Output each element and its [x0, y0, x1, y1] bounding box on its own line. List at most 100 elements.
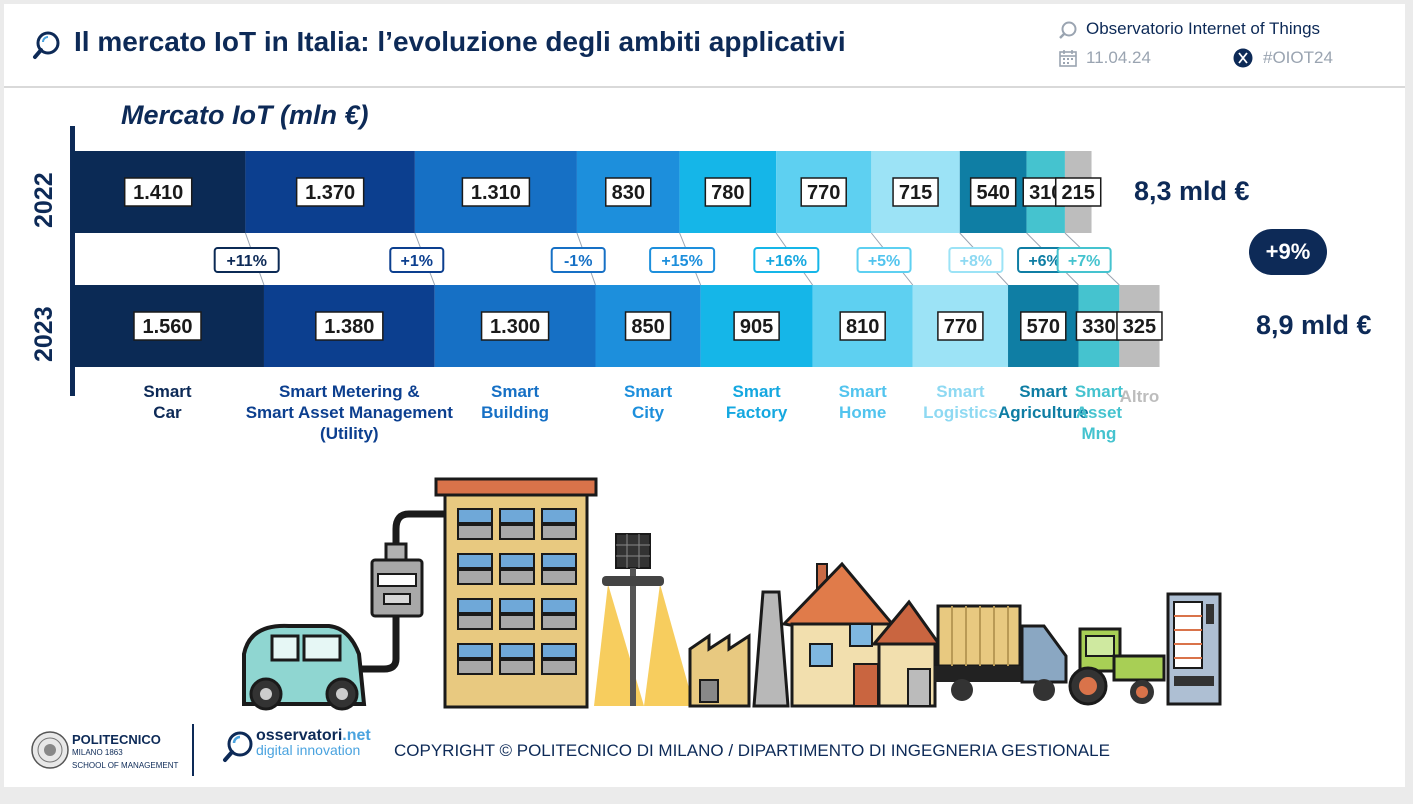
polimi-wordmark: POLITECNICO MILANO 1863 SCHOOL OF MANAGE…: [72, 732, 179, 770]
city-illustration: [242, 477, 1222, 711]
category-label-smart-logistics: Smart Logistics: [923, 382, 998, 422]
growth-label: +5%: [868, 253, 900, 270]
bar-value-label: 1.410: [133, 182, 183, 204]
growth-label: +6%: [1028, 253, 1060, 270]
building-window: [499, 508, 535, 524]
bar-value-box: [800, 177, 847, 207]
bar-value-label: 330: [1082, 316, 1115, 338]
category-label-smart-metering-smart-asset-management-utility: Smart Metering & Smart Asset Management …: [245, 382, 453, 443]
bar-value-box: [733, 311, 780, 341]
growth-badge-smart-asset-mng: [1056, 247, 1112, 273]
vending-machine-icon: [1166, 592, 1222, 706]
observatory-icon: [1059, 21, 1077, 39]
building-window: [499, 659, 535, 675]
growth-badge-smart-building: [550, 247, 606, 273]
bar-value-box: [969, 177, 1017, 207]
building-window: [541, 643, 577, 659]
building-window: [499, 598, 535, 614]
bar-value-box: [1054, 177, 1102, 207]
bar-value-box: [937, 311, 984, 341]
chart-title: Mercato IoT (mln €): [121, 100, 369, 130]
bar-value-label: 1.370: [305, 182, 355, 204]
osservatori-wordmark: osservatori.net digital innovation: [256, 727, 371, 758]
category-label-smart-car: Smart Car: [143, 382, 192, 422]
bar-value-box: [133, 311, 202, 341]
total-2022: 8,3 mld €: [1134, 176, 1250, 206]
category-label-smart-building: Smart Building: [481, 382, 550, 422]
bar-value-label: 570: [1027, 316, 1060, 338]
category-label-smart-home: Smart Home: [838, 382, 887, 422]
house-icon: [780, 561, 942, 708]
building-window: [457, 553, 493, 569]
category-label-smart-factory: Smart Factory: [725, 382, 788, 422]
bar-value-label: 1.380: [324, 316, 374, 338]
bar-value-label: 325: [1123, 316, 1156, 338]
building-window: [499, 569, 535, 585]
bar-value-label: 1.310: [471, 182, 521, 204]
bar-value-box: [892, 177, 939, 207]
bar-value-label: 540: [976, 182, 1009, 204]
building-window: [541, 614, 577, 630]
bar-value-box: [123, 177, 193, 207]
electric-car-icon: [242, 623, 367, 711]
y-axis-line: [70, 126, 75, 396]
building-window: [499, 524, 535, 540]
bar-value-box: [839, 311, 886, 341]
building-window: [457, 598, 493, 614]
polimi-seal-logo: [31, 731, 69, 769]
building-window: [457, 614, 493, 630]
building-window: [541, 508, 577, 524]
calendar-icon: [1059, 50, 1077, 67]
smart-meter-icon: [370, 542, 424, 618]
bar-value-label: 905: [740, 316, 773, 338]
growth-badge-smart-car: [213, 247, 280, 273]
apartment-building-icon: [434, 477, 598, 709]
building-window: [541, 598, 577, 614]
category-label-smart-agriculture: Smart Agriculture: [997, 382, 1089, 422]
building-window: [499, 614, 535, 630]
growth-badge-smart-metering-smart-asset-management-utility: [389, 247, 445, 273]
bar-value-box: [1020, 311, 1067, 341]
building-window: [499, 643, 535, 659]
category-label-smart-asset-mng: Smart Asset Mng: [1074, 382, 1124, 443]
copyright-text: COPYRIGHT © POLITECNICO DI MILANO / DIPA…: [394, 741, 1110, 760]
category-label-smart-city: Smart City: [623, 382, 673, 422]
osservatori-logo-icon: [223, 731, 253, 762]
bar-value-box: [704, 177, 752, 207]
bar-value-label: 715: [899, 182, 932, 204]
bar-value-label: 780: [711, 182, 744, 204]
building-window: [457, 524, 493, 540]
truck-icon: [934, 604, 1068, 701]
growth-badge-smart-city: [649, 247, 716, 273]
infographic-card: Il mercato IoT in Italia: l’evoluzione d…: [4, 4, 1405, 787]
x-logo-icon: [1233, 48, 1253, 68]
bar-value-box: [315, 311, 384, 341]
bar-value-label: 1.300: [490, 316, 540, 338]
header: Il mercato IoT in Italia: l’evoluzione d…: [4, 4, 1405, 88]
building-window: [541, 569, 577, 585]
bar-value-box: [480, 311, 550, 341]
growth-label: -1%: [564, 253, 592, 270]
growth-label: +11%: [226, 253, 266, 270]
bar-value-label: 830: [612, 182, 645, 204]
building-window: [457, 659, 493, 675]
tractor-icon: [1068, 627, 1166, 706]
street-lamp-icon: [594, 533, 694, 706]
bar-value-label: 1.560: [142, 316, 192, 338]
footer-divider: [192, 724, 194, 776]
bar-value-label: 215: [1062, 182, 1095, 204]
growth-badge-smart-logistics: [948, 247, 1004, 273]
bar-value-box: [624, 311, 672, 341]
building-window: [457, 569, 493, 585]
bar-value-label: 770: [944, 316, 977, 338]
growth-badge-smart-home: [856, 247, 912, 273]
growth-label: +1%: [401, 253, 433, 270]
total-2023: 8,9 mld €: [1256, 310, 1372, 340]
bar-value-label: 850: [631, 316, 664, 338]
building-window: [499, 553, 535, 569]
factory-icon: [688, 590, 790, 708]
growth-label: +8%: [960, 253, 992, 270]
building-window: [541, 553, 577, 569]
growth-label: +15%: [661, 253, 702, 270]
